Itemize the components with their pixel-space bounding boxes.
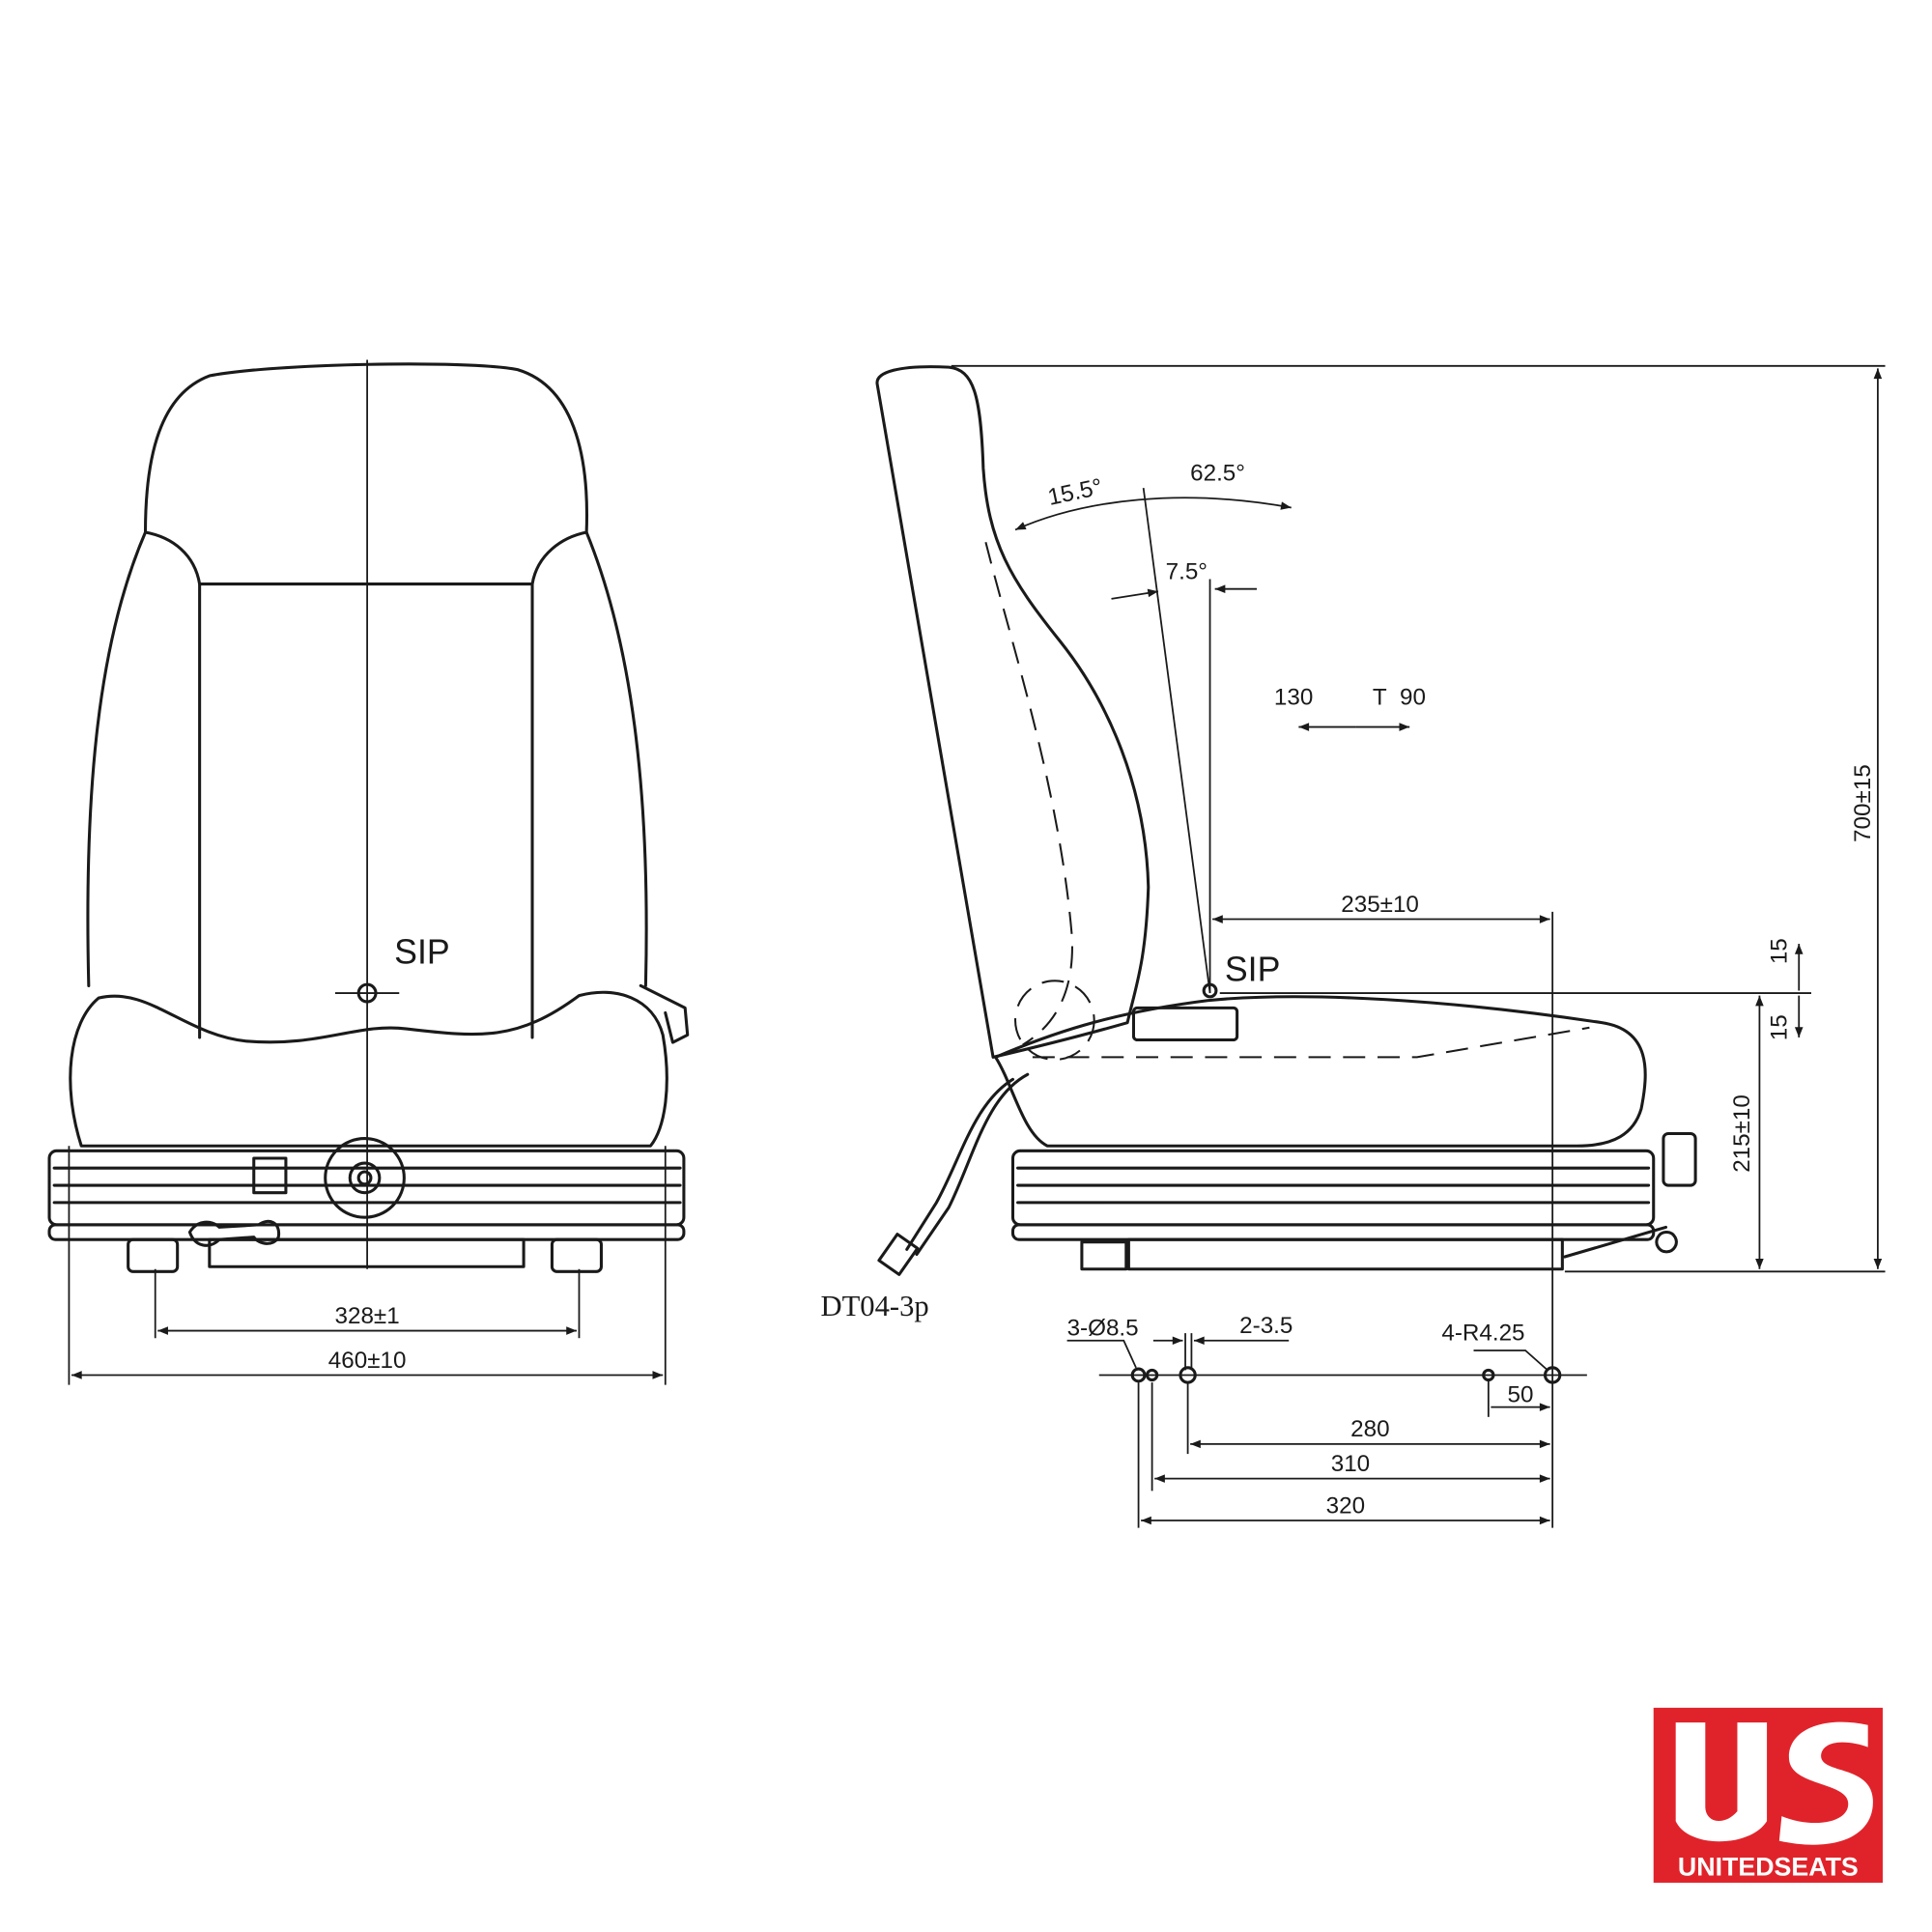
connector-label: DT04-3p bbox=[820, 1290, 928, 1322]
backrest-dashed-profile bbox=[984, 541, 1073, 1046]
dim-mount-width-label: 328±1 bbox=[335, 1303, 400, 1329]
sip-marker bbox=[334, 982, 400, 1004]
center-panel bbox=[198, 582, 534, 1039]
seat-cushion bbox=[69, 990, 668, 1148]
slide-back-label: 90 bbox=[1400, 685, 1426, 711]
headrest-seam bbox=[143, 530, 588, 586]
front-sip-label: SIP bbox=[394, 932, 450, 971]
side-backrest bbox=[875, 365, 1151, 1059]
side-rails bbox=[1010, 1149, 1656, 1271]
logo-text: UNITEDSEATS bbox=[1678, 1852, 1859, 1881]
mount-bracket-right bbox=[550, 1237, 603, 1273]
rear-lever[interactable] bbox=[1563, 1225, 1678, 1259]
side-view: DT04-3p 15.5° 62.5° 7.5° 130 T 90 SIP 23… bbox=[820, 364, 1886, 1528]
dim-sip-height-label: 215±10 bbox=[1729, 1094, 1755, 1173]
dim-overall-height-label: 700±15 bbox=[1850, 764, 1876, 842]
radius-label: 4-R4.25 bbox=[1441, 1321, 1524, 1347]
unitedseats-logo: UNITEDSEATS bbox=[1653, 1707, 1883, 1883]
dim-sip-up-label: 15 bbox=[1766, 938, 1792, 964]
angle-upright-label: 7.5° bbox=[1166, 558, 1208, 584]
side-sip-marker bbox=[1202, 982, 1218, 999]
side-cushion bbox=[994, 995, 1647, 1148]
slot-label: 2-3.5 bbox=[1239, 1313, 1293, 1339]
slide-forward-label: 130 bbox=[1274, 685, 1313, 711]
backrest-outline bbox=[86, 362, 648, 987]
front-view: SIP 328±1 460±10 bbox=[47, 359, 690, 1385]
dim-280-label: 280 bbox=[1350, 1416, 1389, 1442]
cable bbox=[905, 1072, 1030, 1256]
slide-marker-label: T bbox=[1373, 685, 1387, 711]
side-sip-label: SIP bbox=[1225, 950, 1281, 988]
hole-pattern: 3-Ø8.5 2-3.5 4-R4.25 50 280 310 320 bbox=[1067, 1313, 1587, 1528]
dim-310-label: 310 bbox=[1331, 1451, 1370, 1477]
rear-knob[interactable] bbox=[1662, 1131, 1697, 1187]
dim-50-label: 50 bbox=[1508, 1382, 1534, 1408]
side-lever bbox=[639, 983, 690, 1044]
hole-dia-label: 3-Ø8.5 bbox=[1067, 1316, 1139, 1342]
dim-sip-depth-label: 235±10 bbox=[1341, 892, 1419, 918]
adjust-knob[interactable] bbox=[324, 1137, 406, 1219]
mount-bracket-left bbox=[127, 1237, 180, 1273]
slide-rails bbox=[47, 1149, 686, 1268]
angle-rear-label: 62.5° bbox=[1190, 460, 1245, 486]
dim-sip-down-label: 15 bbox=[1766, 1014, 1792, 1040]
adjust-switch[interactable] bbox=[252, 1156, 288, 1195]
slide-handle[interactable] bbox=[187, 1219, 281, 1247]
dim-320-label: 320 bbox=[1326, 1492, 1365, 1519]
connector bbox=[877, 1233, 920, 1276]
dim-overall-width-label: 460±10 bbox=[328, 1348, 407, 1374]
recline-arc bbox=[1014, 497, 1292, 531]
